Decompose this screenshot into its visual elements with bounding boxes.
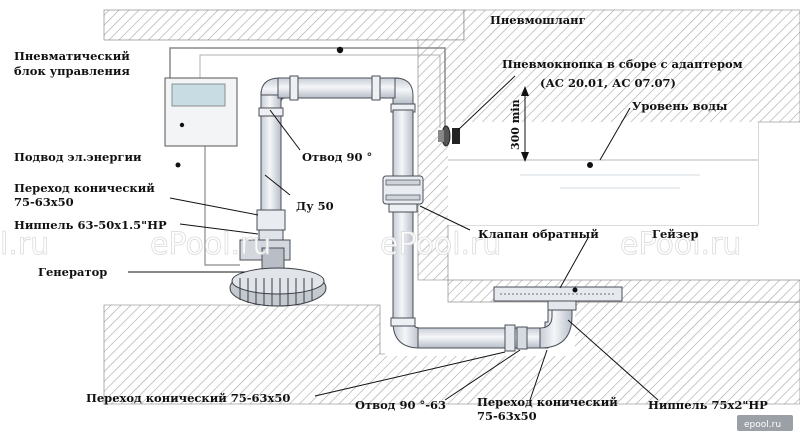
label-elbow-top: Отвод 90 ° [302,150,372,164]
pneumatic-hose [169,47,446,134]
depth-label: 300 min [509,99,522,150]
top-wall [103,9,465,41]
water-surface [448,159,758,189]
geyser-nozzle [493,286,623,302]
power-line [204,146,240,266]
label-reducer-top-line1: Переход конический [14,181,155,195]
label-reducer-bottom-right-line2: 75-63х50 [477,409,537,423]
generator [229,239,327,307]
pneumatic-button [438,125,460,147]
label-power-supply: Подвод эл.энергии [14,150,142,164]
watermark-2: ePool.ru [150,227,271,262]
control-unit [164,77,238,147]
label-water-level: Уровень воды [632,99,728,113]
badge-text: epool.ru [744,420,781,430]
hose-marker-dot [336,46,344,54]
label-generator: Генератор [38,265,107,279]
epool-badge: epool.ru [737,415,793,431]
label-geyser: Гейзер [652,227,698,241]
watermark-1: l.ru [0,227,49,262]
label-elbow-bottom: Отвод 90 °-63 [355,398,446,412]
pipe-system [256,75,577,352]
watermark-3: ePool.ru [380,227,501,262]
watermark-4: ePool.ru [620,227,741,262]
label-check-valve: Клапан обратный [478,227,599,241]
pool-water [448,122,758,225]
control-unit-screen [171,83,226,107]
label-du50: Ду 50 [296,199,334,213]
label-nipple-top: Ниппель 63-50х1.5"НР [14,218,167,232]
power-marker-dot [175,162,181,168]
label-control-unit-line2: блок управления [14,64,130,78]
depth-dimension: 300 min [509,86,529,162]
label-reducer-bottom-right-line1: Переход конический [477,395,618,409]
water-marker-dot [587,162,593,168]
label-reducer-bottom-left: Переход конический 75-63х50 [86,391,290,405]
leader-lines [128,75,659,401]
label-nipple-bottom: Ниппель 75х2"НР [648,398,768,412]
label-button-line2: (АС 20.01, АС 07.07) [540,76,676,90]
label-control-unit-line1: Пневматический [14,49,130,63]
label-button-line1: Пневмокнопка в сборе с адаптером [502,57,743,71]
label-reducer-top-line2: 75-63х50 [14,195,74,209]
label-pneumatic-hose: Пневмошланг [490,13,586,27]
